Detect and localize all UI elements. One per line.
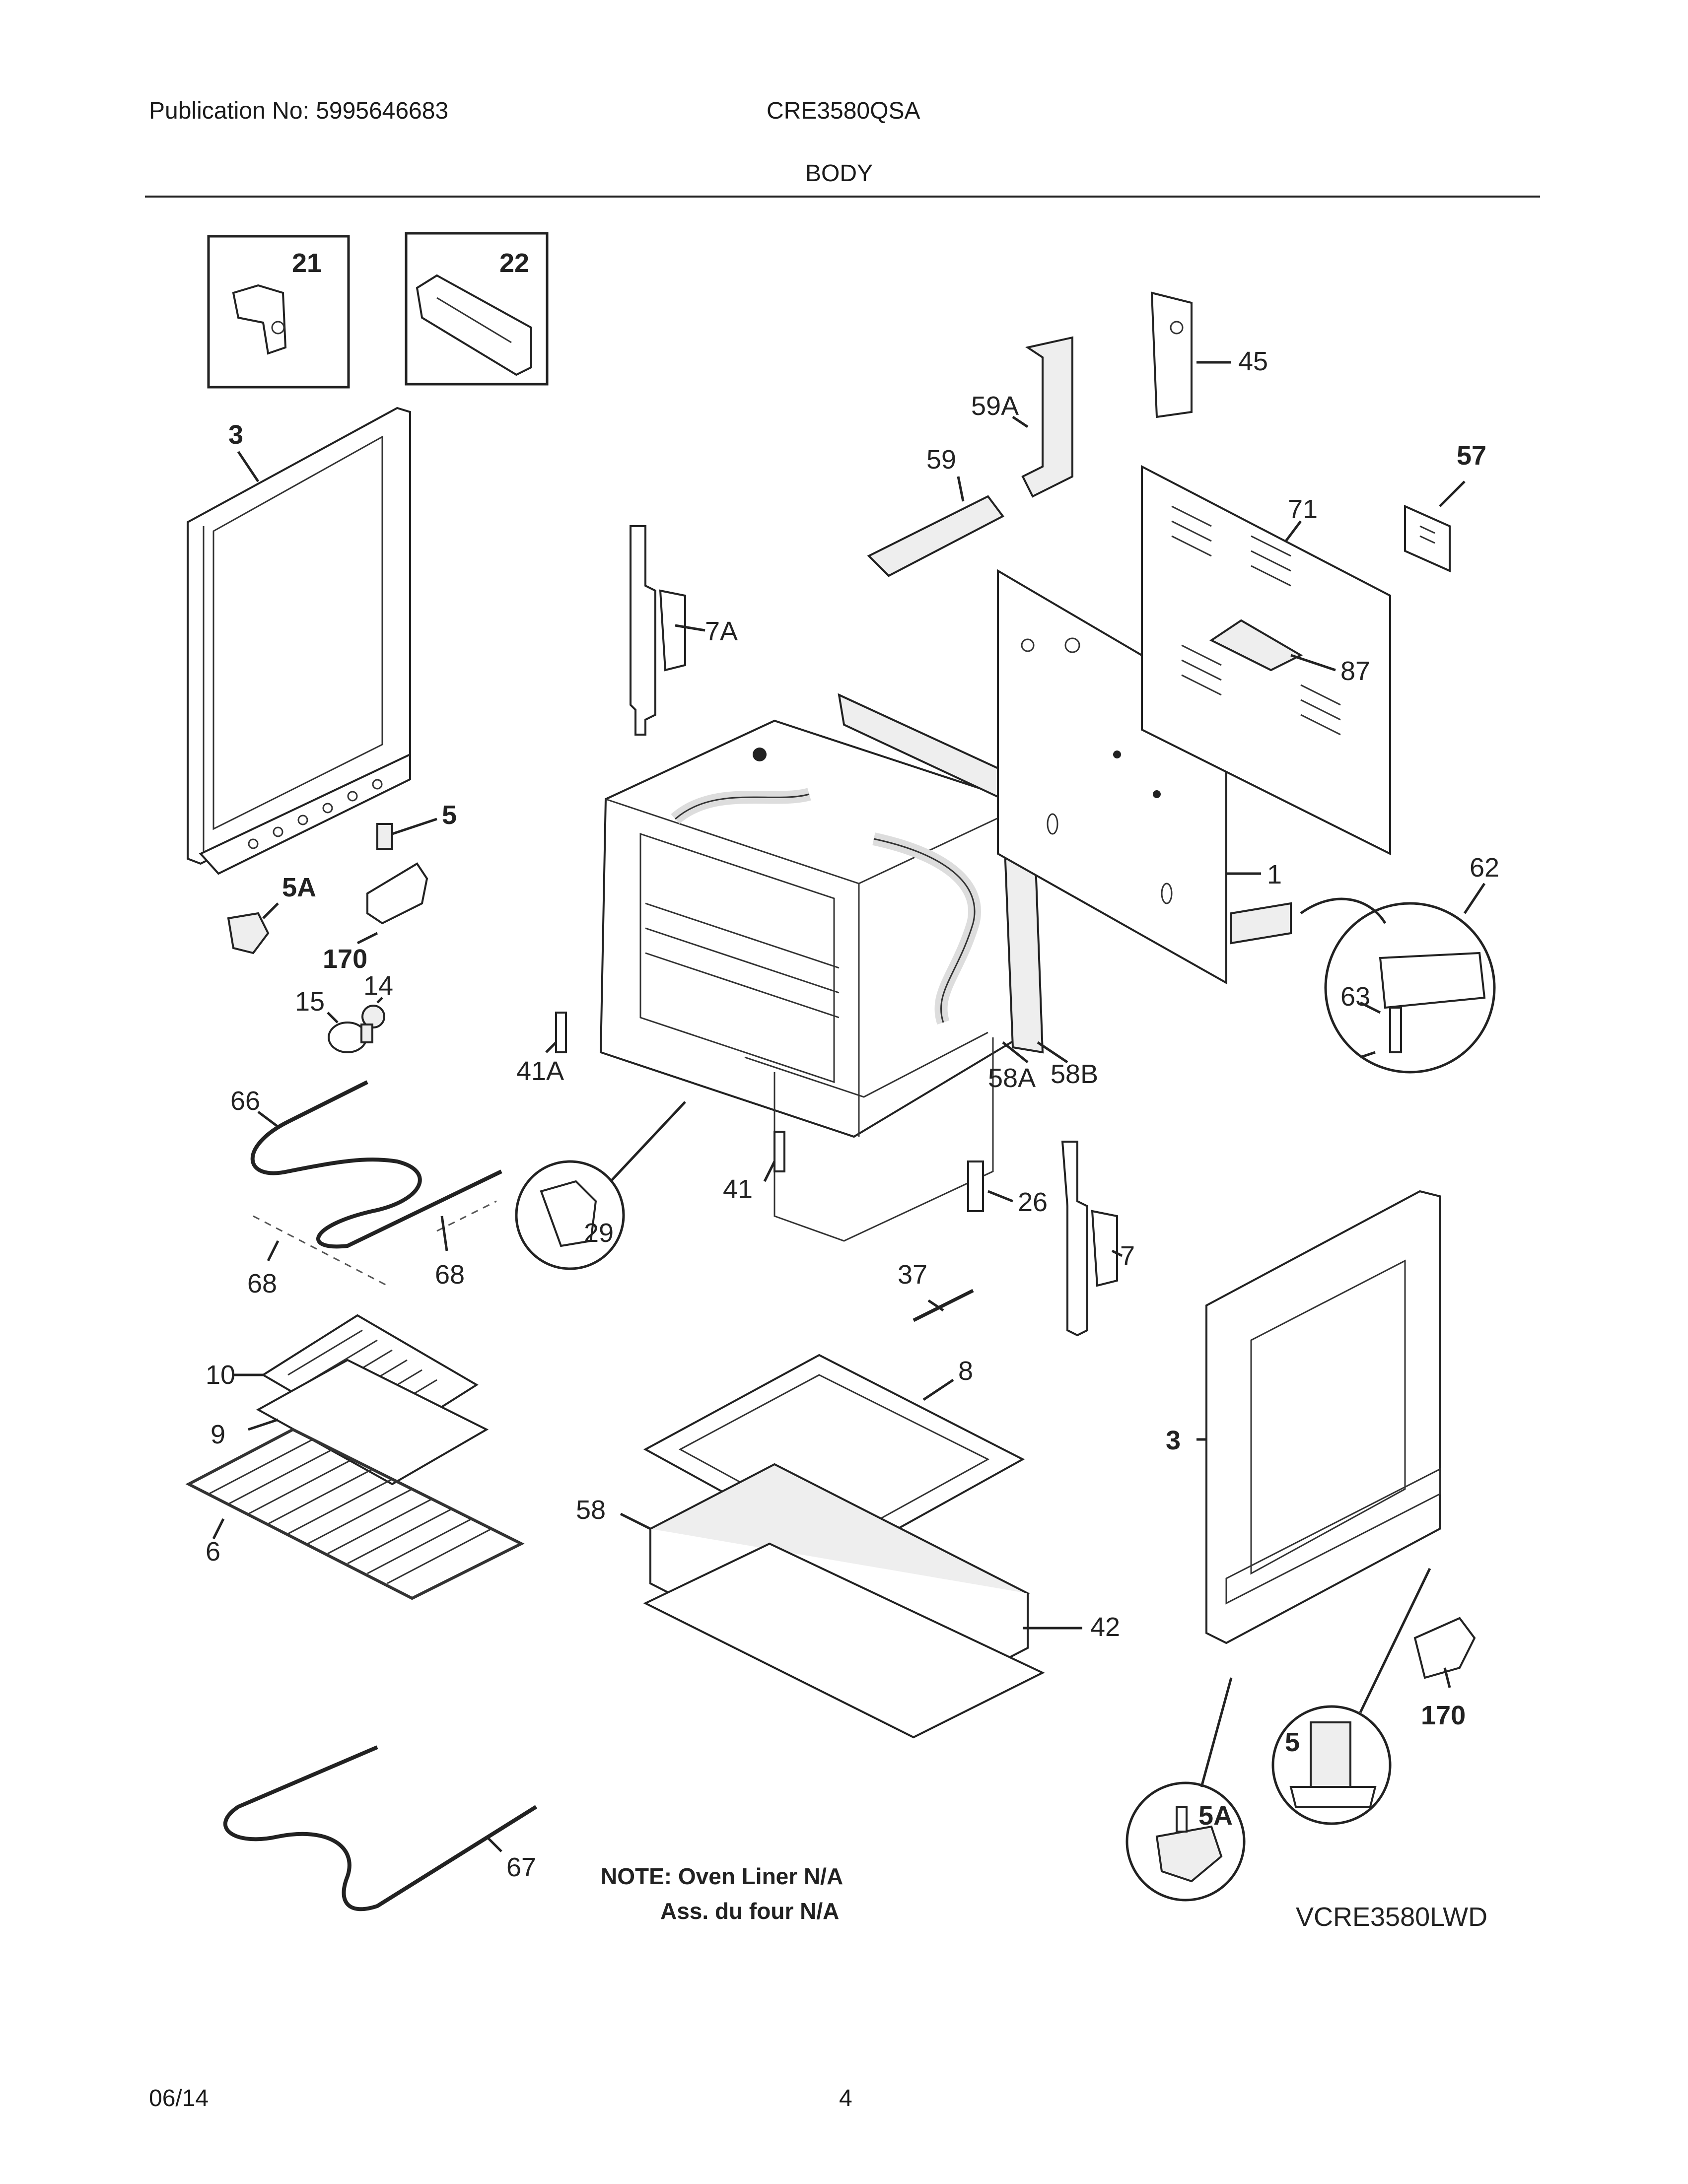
callout-14: 14: [363, 971, 393, 1001]
screw-63: 63: [1340, 982, 1402, 1059]
lamp-socket-14: 14: [361, 971, 393, 1028]
insulation-58b: 58B: [838, 693, 1098, 1089]
inset-box-22: 22: [405, 232, 549, 386]
callout-62: 62: [1470, 853, 1499, 883]
callout-9: 9: [211, 1420, 225, 1449]
callout-41: 41: [723, 1174, 753, 1204]
callout-58b: 58B: [1051, 1059, 1098, 1089]
callout-67: 67: [506, 1852, 536, 1882]
oven-rack-6: 6: [185, 1428, 525, 1600]
bracket-26: 26: [967, 1160, 1048, 1217]
note-line-1: NOTE: Oven Liner N/A: [601, 1863, 843, 1889]
bake-element-66: 66: [230, 1080, 502, 1249]
callout-58: 58: [576, 1495, 606, 1525]
terminal-block-62: 62: [1230, 853, 1499, 1074]
bracket-41: 41: [723, 1131, 785, 1204]
footer-date: 06/14: [149, 2085, 209, 2112]
broil-element-67: 67: [223, 1745, 538, 1911]
hinge-7a: 7A: [630, 525, 738, 736]
insulation-58a: 58A: [988, 1041, 1036, 1093]
oven-door-right: 3: [1166, 1190, 1441, 1644]
callout-5a-left: 5A: [282, 873, 316, 902]
callout-7a: 7A: [705, 616, 738, 646]
leveler-base-5a-right: 5A: [1125, 1677, 1246, 1902]
callout-71: 71: [1288, 494, 1318, 524]
bracket-41a: 41A: [516, 1012, 567, 1086]
callout-68-left: 68: [247, 1269, 277, 1298]
callout-170-right: 170: [1421, 1701, 1466, 1730]
callout-68-right: 68: [435, 1260, 465, 1290]
vent-bracket-45: 45: [1150, 291, 1268, 418]
oven-cavity: [599, 719, 1029, 1242]
broiler-pan-9: 9: [211, 1359, 489, 1486]
publication-number: Publication No: 5995646683: [149, 98, 449, 124]
callout-45: 45: [1238, 346, 1268, 376]
callout-21: 21: [292, 248, 322, 278]
callout-37: 37: [898, 1260, 927, 1290]
callout-8: 8: [958, 1356, 973, 1386]
callout-170-left: 170: [323, 944, 367, 974]
vent-duct-59a: 59A: [971, 336, 1073, 498]
cover-plate-57: 57: [1404, 441, 1486, 573]
callout-3-left: 3: [228, 420, 243, 450]
clip-29: 29: [515, 1101, 686, 1270]
callout-29: 29: [584, 1218, 614, 1248]
callout-5a-right: 5A: [1198, 1801, 1233, 1831]
callout-6: 6: [206, 1537, 220, 1567]
footer-page-number: 4: [839, 2085, 852, 2112]
section-title: BODY: [805, 160, 873, 187]
callout-87: 87: [1340, 656, 1370, 686]
oven-door-left: 3: [187, 407, 411, 875]
sensor-37: 37: [898, 1260, 974, 1322]
callout-42: 42: [1090, 1612, 1120, 1642]
vent-duct-59: 59: [867, 445, 1005, 577]
hinge-7: 7: [1061, 1141, 1135, 1337]
callout-3-right: 3: [1166, 1426, 1181, 1455]
bottom-panel-42: 42: [643, 1542, 1120, 1739]
callout-10: 10: [206, 1360, 235, 1390]
lamp-bulb-15: 15: [295, 987, 373, 1053]
callout-57: 57: [1457, 441, 1486, 471]
callout-1: 1: [1267, 860, 1282, 889]
inset-box-21: 21: [207, 235, 350, 389]
note-block: NOTE: Oven Liner N/A Ass. du four N/A: [601, 1863, 843, 1924]
hinge-receptacle-170-right: 170: [1413, 1617, 1476, 1730]
callout-15: 15: [295, 987, 325, 1017]
callout-26: 26: [1018, 1187, 1048, 1217]
callout-5-right: 5: [1285, 1727, 1300, 1757]
callout-59a: 59A: [971, 391, 1019, 421]
callout-7: 7: [1120, 1241, 1135, 1271]
insulator-68-left: 68: [247, 1215, 388, 1298]
callout-59: 59: [926, 445, 956, 475]
leveler-5-right: 5: [1271, 1568, 1431, 1825]
callout-41a: 41A: [516, 1056, 564, 1086]
callout-22: 22: [499, 248, 529, 278]
hinge-receptacle-170-left: 170: [323, 862, 428, 974]
leveler-5-left: 5: [376, 800, 457, 850]
header-rule: [145, 196, 1540, 198]
callout-58a: 58A: [988, 1063, 1036, 1093]
diagram-code: VCRE3580LWD: [1296, 1902, 1487, 1932]
leveler-base-5a-left: 5A: [227, 873, 316, 955]
model-number: CRE3580QSA: [767, 98, 920, 124]
insulator-68-right: 68: [435, 1200, 497, 1290]
callout-63: 63: [1340, 982, 1370, 1012]
callout-66: 66: [230, 1086, 260, 1116]
rear-shield-71: 71 87: [1141, 465, 1391, 856]
note-line-2: Ass. du four N/A: [660, 1898, 839, 1924]
callout-5-left: 5: [442, 800, 457, 830]
